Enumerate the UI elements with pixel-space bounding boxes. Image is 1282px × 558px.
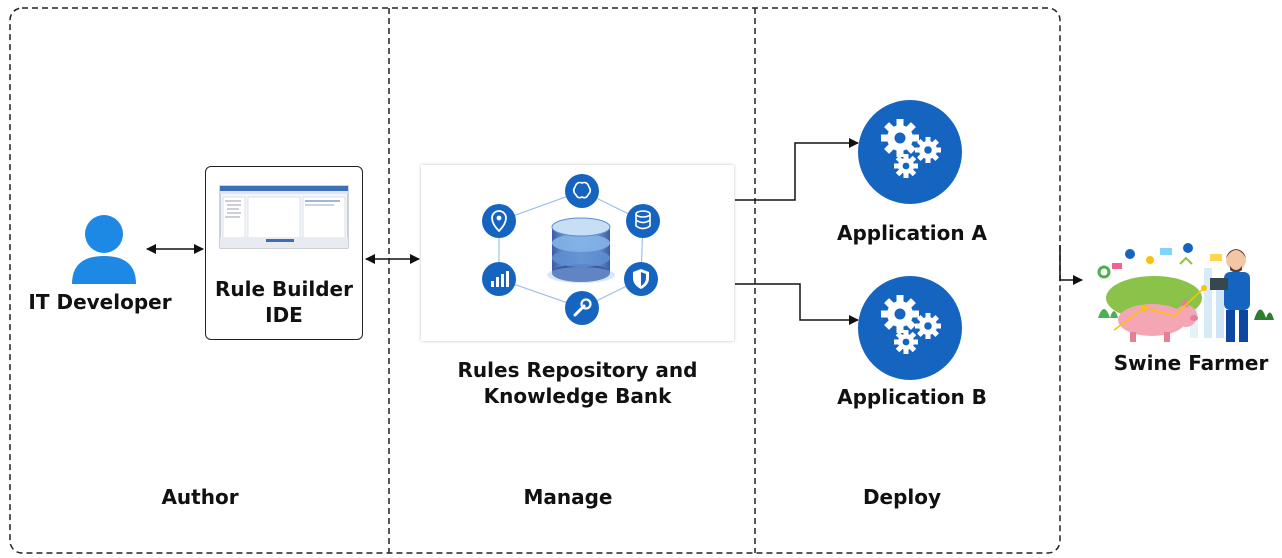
repository-label-line1: Rules Repository and — [457, 358, 698, 382]
storage-icon — [626, 204, 660, 238]
farmer-illustration-icon — [1097, 243, 1274, 342]
swine-farmer-label: Swine Farmer — [1113, 351, 1269, 375]
repository-app-b-connector — [735, 283, 859, 325]
brain-icon — [565, 174, 599, 208]
bar-chart-icon — [482, 262, 516, 296]
repository-label: Rules Repository and Knowledge Bank — [421, 357, 734, 409]
column-author-label: Author — [161, 485, 239, 509]
rule-builder-ide-label: Rule Builder IDE — [205, 276, 363, 328]
shield-icon — [624, 262, 658, 296]
column-manage-label: Manage — [523, 485, 613, 509]
gears-icon — [858, 100, 962, 204]
wrench-icon — [565, 291, 599, 325]
repository-graphic — [482, 174, 660, 325]
location-pin-icon — [482, 204, 516, 238]
database-icon — [547, 217, 615, 283]
rule-builder-label-line2: IDE — [265, 303, 303, 327]
application-b-label: Application B — [837, 385, 987, 409]
it-developer-label: IT Developer — [28, 290, 172, 314]
deploy-farmer-connector — [1059, 245, 1083, 285]
user-icon — [72, 215, 136, 284]
rule-builder-ide-box — [205, 166, 363, 340]
rules-repository-panel — [421, 165, 734, 341]
gears-icon — [858, 276, 962, 380]
repository-label-line2: Knowledge Bank — [483, 384, 672, 408]
column-deploy-label: Deploy — [862, 485, 942, 509]
ide-screenshot-icon — [219, 185, 349, 249]
repository-app-a-connector — [735, 138, 859, 201]
rule-builder-label-line1: Rule Builder — [215, 277, 353, 301]
application-a-label: Application A — [836, 221, 987, 245]
